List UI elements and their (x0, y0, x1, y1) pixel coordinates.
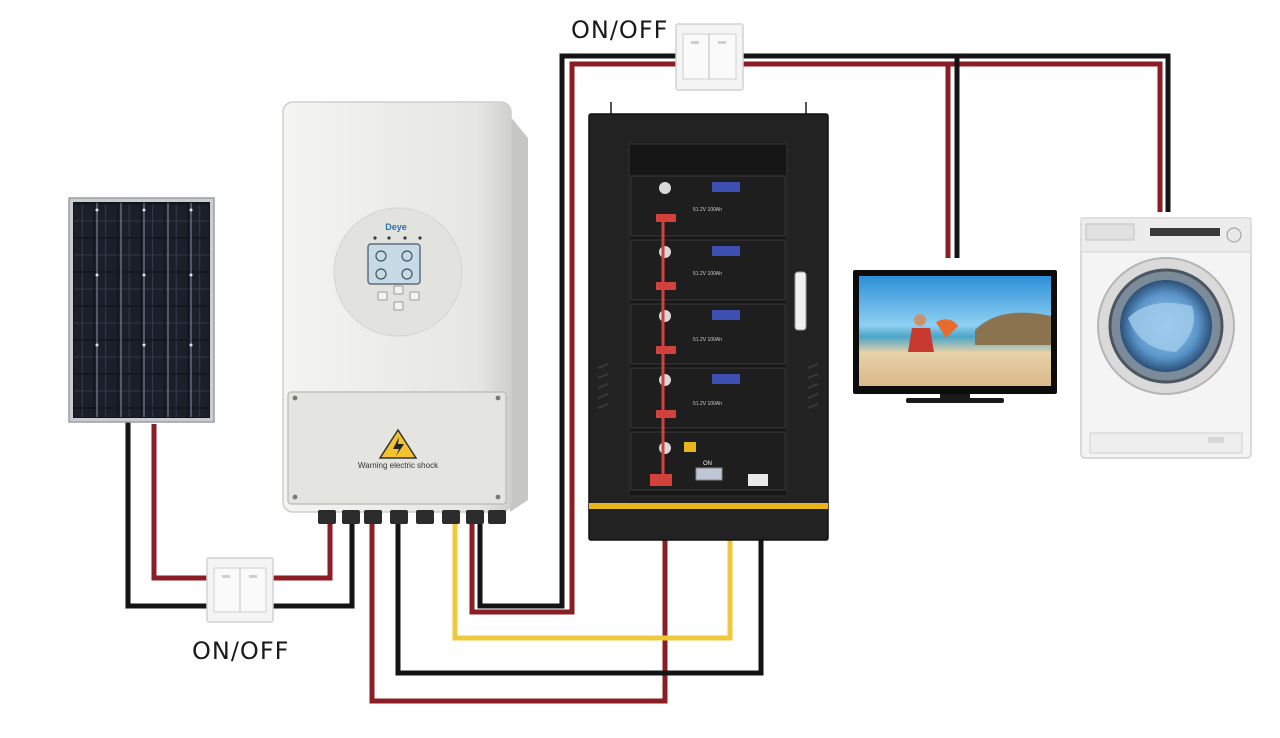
inverter-icon: Deye Warning electric shock (282, 101, 528, 524)
switch-icon-top[interactable] (675, 23, 744, 91)
switch-top-label: ON/OFF (571, 16, 669, 44)
battery-module-3: 51.2V 100Ah (630, 303, 786, 365)
switch-icon-bottom[interactable] (206, 557, 274, 623)
battery-module-1: 51.2V 100Ah (630, 175, 786, 237)
tv-scene-person (914, 314, 926, 326)
warning-icon (378, 428, 418, 459)
battery-on-label: ON (703, 461, 712, 467)
inverter-lcd-screen (367, 243, 421, 285)
wire-load-red (469, 61, 1163, 615)
solar-panel-icon (68, 197, 215, 423)
inverter-brand: Deye (385, 222, 407, 232)
inverter-ports (318, 510, 506, 524)
battery-control-module: ON (630, 431, 786, 491)
wire-battery-black (395, 482, 764, 676)
battery-cabinet-icon: 51.2V 100Ah 51.2V 100Ah 51.2V 100Ah 51.2… (588, 102, 829, 541)
wire-load-black (477, 53, 1171, 609)
inverter-buttons[interactable] (377, 285, 420, 311)
battery-voltage-label: 51.2V 100Ah (693, 337, 722, 343)
battery-voltage-label: 51.2V 100Ah (693, 271, 722, 277)
wires (125, 53, 1171, 704)
tv-icon (853, 270, 1057, 403)
battery-voltage-label: 51.2V 100Ah (693, 207, 722, 213)
battery-module-4: 51.2V 100Ah (630, 367, 786, 429)
battery-module-2: 51.2V 100Ah (630, 239, 786, 301)
wire-battery-red (369, 482, 668, 704)
washing-machine-icon (1080, 217, 1252, 459)
warning-text: Warning electric shock (358, 461, 439, 470)
battery-voltage-label: 51.2V 100Ah (693, 401, 722, 407)
switch-bottom-label: ON/OFF (192, 637, 290, 665)
